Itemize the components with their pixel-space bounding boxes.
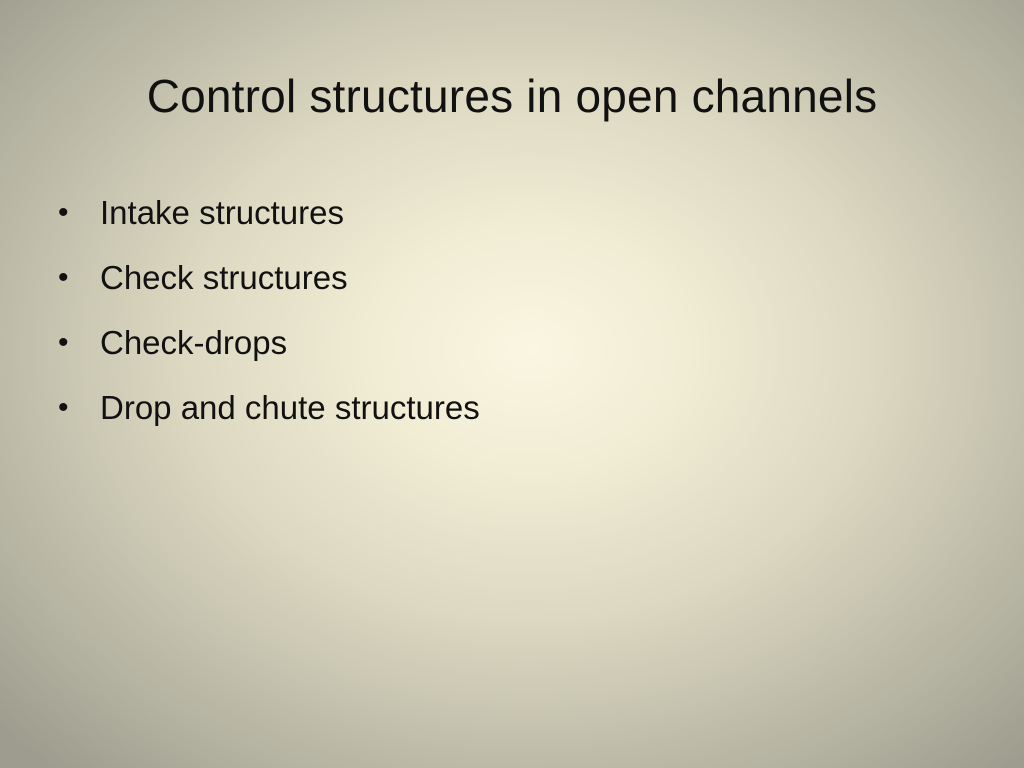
bullet-text: Drop and chute structures [100, 389, 480, 426]
slide-title: Control structures in open channels [146, 70, 878, 122]
bullet-item-check-drops: • Check-drops [58, 320, 958, 385]
bullet-text: Check structures [100, 259, 348, 296]
bullet-icon: • [58, 261, 69, 294]
bullet-icon: • [58, 391, 69, 424]
bullet-icon: • [58, 326, 69, 359]
bullet-text: Check-drops [100, 324, 288, 361]
bullet-item-drop-and-chute-structures: • Drop and chute structures [58, 385, 958, 450]
bullet-list: • Intake structures • Check structures •… [58, 190, 958, 450]
bullet-item-check-structures: • Check structures [58, 255, 958, 320]
bullet-icon: • [58, 196, 69, 229]
bullet-text: Intake structures [100, 194, 344, 231]
bullet-item-intake-structures: • Intake structures [58, 190, 958, 255]
